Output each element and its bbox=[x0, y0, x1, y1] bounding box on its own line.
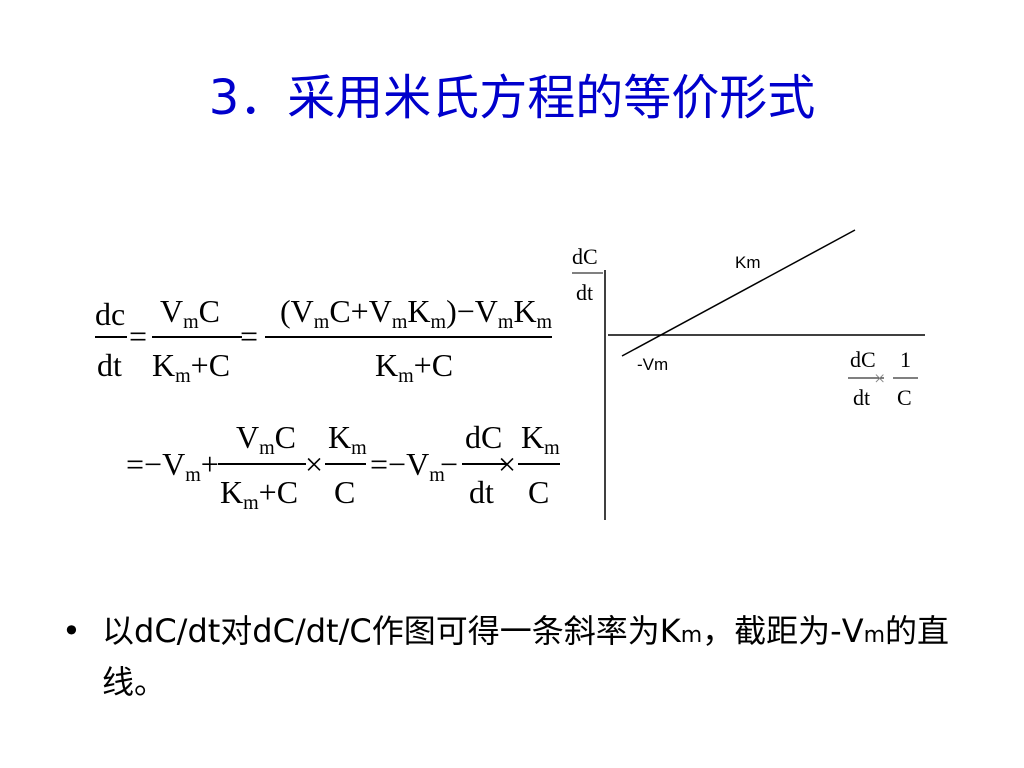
svg-text:Km: Km bbox=[521, 419, 560, 459]
svg-text:dt: dt bbox=[469, 474, 494, 510]
eq-dt: dt bbox=[97, 347, 122, 383]
svg-text:dC: dC bbox=[465, 419, 502, 455]
slope-label: Km bbox=[735, 253, 761, 272]
y-label-dC: dC bbox=[572, 244, 598, 269]
bullet-text: 以dC/dt对dC/dt/C作图可得一条斜率为Km，截距为-Vm的直线。 bbox=[102, 612, 950, 701]
regression-line bbox=[621, 229, 856, 357]
svg-text:C: C bbox=[528, 474, 549, 510]
svg-text:C: C bbox=[897, 385, 912, 410]
slide-title: 3．采用米氏方程的等价形式 bbox=[208, 70, 816, 126]
svg-text:=: = bbox=[240, 318, 258, 354]
eq-dc: dc bbox=[95, 296, 125, 332]
svg-text:VmC: VmC bbox=[160, 293, 220, 333]
bullet-symbol: • bbox=[62, 612, 81, 650]
svg-text:×: × bbox=[874, 368, 885, 390]
svg-text:VmC: VmC bbox=[236, 419, 296, 459]
y-label-dt: dt bbox=[576, 280, 593, 305]
svg-text:Km+C: Km+C bbox=[375, 347, 453, 387]
svg-text:1: 1 bbox=[900, 347, 911, 372]
svg-text:=−Vm+: =−Vm+ bbox=[126, 446, 219, 486]
intercept-label: -Vm bbox=[637, 355, 668, 374]
svg-text:×: × bbox=[305, 446, 323, 482]
svg-text:×: × bbox=[498, 446, 516, 482]
svg-text:Km: Km bbox=[328, 419, 367, 459]
svg-text:C: C bbox=[334, 474, 355, 510]
svg-text:Km+C: Km+C bbox=[220, 474, 298, 514]
svg-text:=−Vm: =−Vm bbox=[370, 446, 445, 486]
lineweaver-graph: dC dt Km -Vm dC dt × 1 C bbox=[572, 229, 925, 520]
svg-text:−: − bbox=[440, 446, 458, 482]
svg-text:(VmC+VmKm)−VmKm: (VmC+VmKm)−VmKm bbox=[280, 293, 553, 333]
eq-equals: = bbox=[129, 318, 147, 354]
svg-text:dC: dC bbox=[850, 347, 876, 372]
svg-text:dt: dt bbox=[853, 385, 870, 410]
svg-text:Km+C: Km+C bbox=[152, 347, 230, 387]
